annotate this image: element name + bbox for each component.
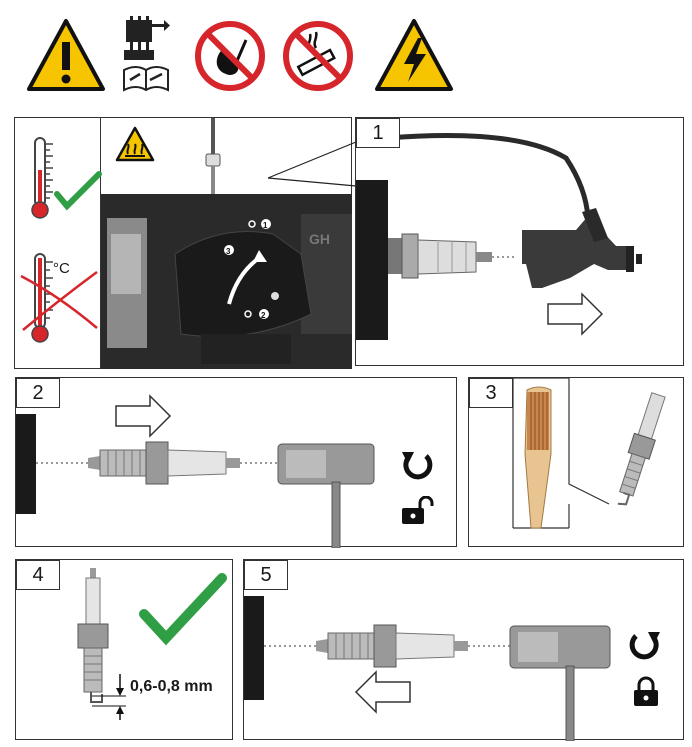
step-4-illustration [77, 568, 227, 720]
unlock-icon [400, 496, 434, 526]
step-5-panel: 5 [243, 559, 684, 741]
electric-shock-warning-icon [374, 18, 454, 92]
temperature-unit-label: °C [53, 260, 70, 277]
hot-engine-thermometer-icon [19, 248, 101, 358]
step-2-panel: 2 [15, 377, 457, 548]
engine-label-2: 2 [261, 311, 266, 320]
lock-icon [632, 676, 660, 708]
read-manual-icon [120, 14, 172, 94]
step-1-illustration [356, 133, 642, 340]
divider [100, 118, 101, 368]
step-3-number: 3 [469, 378, 513, 408]
no-open-flame-icon [194, 20, 266, 92]
step-5-number: 5 [244, 560, 288, 590]
step-4-number: 4 [16, 560, 60, 590]
electrode-gap-label: 0,6-0,8 mm [130, 678, 213, 695]
screwdriver-icon [203, 118, 223, 198]
rotate-counterclockwise-icon [400, 448, 434, 482]
cold-engine-thermometer-icon [23, 130, 103, 230]
safety-icons-row [0, 0, 692, 100]
step-3-illustration [512, 378, 666, 529]
engine-photo: GH 1 2 3 [101, 194, 352, 369]
step-2-illustration [16, 394, 375, 548]
intro-panel: °C GH 1 [14, 117, 352, 369]
engine-label-3: 3 [226, 247, 231, 256]
rotate-clockwise-icon [628, 628, 662, 662]
step-1-panel: 1 [355, 117, 684, 366]
step-2-number: 2 [16, 378, 60, 408]
hot-surface-warning-icon [115, 126, 155, 162]
svg-text:GH: GH [309, 231, 330, 247]
engine-label-1: 1 [263, 221, 268, 230]
step-5-illustration [244, 596, 611, 741]
no-smoking-icon [282, 20, 354, 92]
warning-exclamation-icon [26, 18, 106, 92]
step-3-panel: 3 [468, 377, 684, 547]
step-1-number: 1 [356, 118, 400, 148]
step-4-panel: 4 0,6-0,8 mm [15, 559, 233, 740]
